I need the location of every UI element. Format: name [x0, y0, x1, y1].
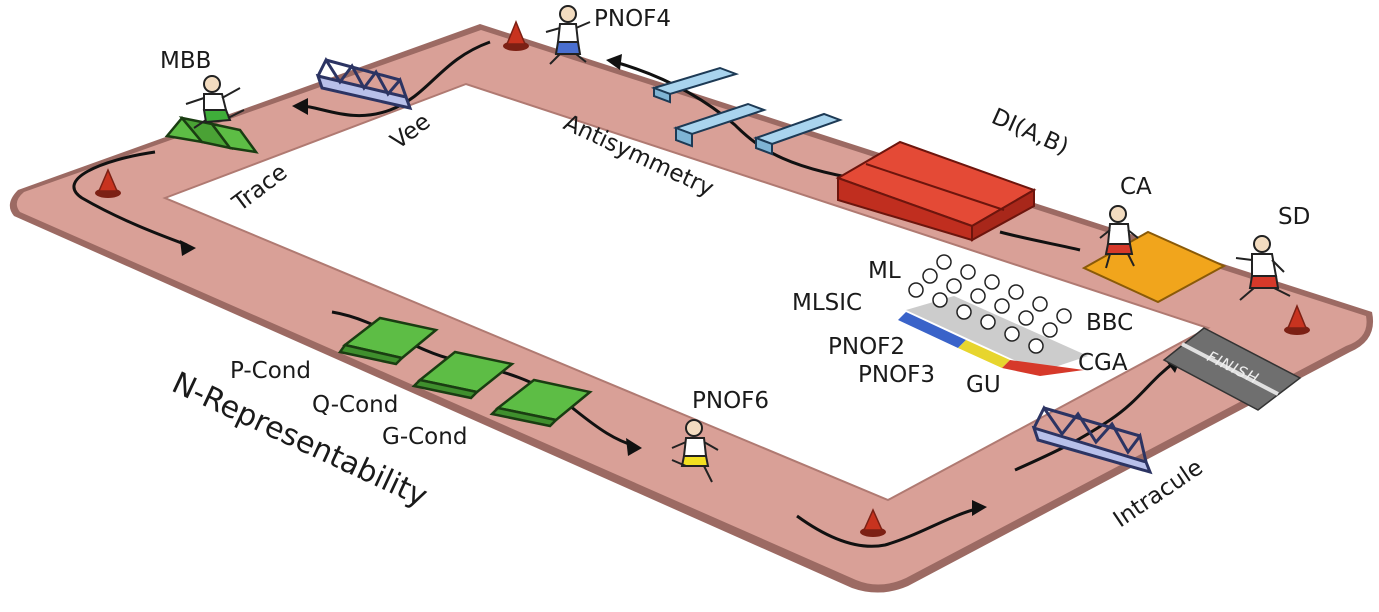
running-path	[72, 40, 1176, 548]
p-cond-hurdle	[337, 316, 439, 366]
label-di: DI(A,B)	[988, 104, 1073, 161]
label-p-cond: P-Cond	[230, 358, 311, 384]
label-sd: SD	[1278, 204, 1310, 230]
label-ml: ML	[868, 258, 901, 284]
label-g-cond: G-Cond	[382, 424, 467, 450]
runner-ca	[1099, 205, 1139, 269]
finish-line: FINISH	[1162, 327, 1302, 411]
label-pnof4: PNOF4	[594, 6, 671, 32]
label-q-cond: Q-Cond	[312, 392, 398, 418]
label-mlsic: MLSIC	[792, 290, 862, 316]
g-cond-hurdle	[489, 378, 593, 428]
cone-top	[503, 20, 529, 51]
trace-hurdles	[164, 116, 259, 154]
track-infield	[162, 82, 1211, 502]
bench-3	[753, 112, 843, 156]
label-pnof6: PNOF6	[692, 388, 769, 414]
label-pnof2: PNOF2	[828, 334, 905, 360]
runner-pnof4	[545, 5, 591, 65]
cone-bottom	[860, 508, 886, 537]
label-mbb: MBB	[160, 48, 211, 74]
bench-2	[673, 102, 767, 148]
cone-right	[1284, 304, 1310, 335]
label-bbc: BBC	[1086, 310, 1133, 336]
label-gu: GU	[966, 372, 1001, 398]
cone-left	[95, 168, 121, 198]
label-cga: CGA	[1078, 350, 1128, 376]
q-cond-hurdle	[411, 350, 515, 400]
runner-pnof6	[671, 419, 719, 483]
vee-hurdle	[315, 56, 413, 111]
intracule-hurdle	[1031, 405, 1153, 475]
label-ca: CA	[1120, 174, 1152, 200]
audience-stands	[898, 254, 1088, 376]
bench-1	[650, 66, 740, 104]
di-block	[835, 140, 1037, 242]
runner-sd	[1235, 235, 1291, 301]
runner-mbb	[185, 75, 245, 129]
label-pnof3: PNOF3	[858, 362, 935, 388]
